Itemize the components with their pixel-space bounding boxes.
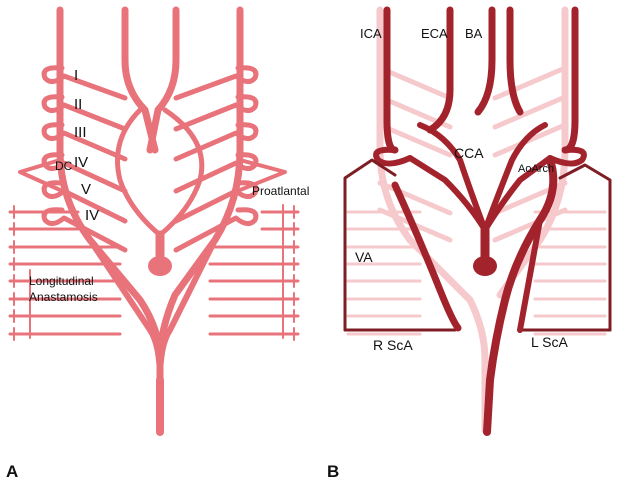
- arch-label-5: V: [81, 181, 91, 198]
- heart-bulb-adult: [473, 256, 497, 276]
- regressed-right-arch: [495, 125, 565, 155]
- va-label: VA: [355, 249, 373, 265]
- panel-a-embryonic-vessels: [10, 10, 298, 432]
- regressed-right-arch: [495, 97, 565, 127]
- regressed-right-arch: [495, 68, 565, 98]
- ica-label: ICA: [360, 26, 382, 41]
- eca-label: ECA: [421, 26, 448, 41]
- l-sca-label: L ScA: [531, 334, 568, 350]
- arch-label-2: II: [74, 96, 82, 113]
- left-ventral-aorta: [125, 10, 155, 150]
- cca-label: CCA: [454, 145, 484, 161]
- right-ventral-aorta: [150, 10, 176, 150]
- arch-label-3: III: [74, 124, 87, 141]
- right-pharyngeal-arch: [176, 68, 256, 98]
- heart-bulb: [148, 256, 172, 276]
- longitudinal-label-line-2: Anastamosis: [29, 290, 98, 304]
- panel-b-adult-vessels: [345, 10, 610, 432]
- arch-label-4: IV: [74, 154, 88, 171]
- panel-b-letter: B: [327, 462, 339, 481]
- dc-label: DC: [55, 159, 73, 173]
- arch-label-1: I: [74, 67, 78, 84]
- left-pharyngeal-arch: [44, 68, 125, 98]
- panel-a-letter: A: [6, 462, 18, 481]
- right-subclavian-artery: [395, 185, 458, 328]
- proatlantal-label: Proatlantal: [252, 184, 309, 198]
- arch-label-6: IV: [85, 207, 99, 224]
- aoarch-label: AoArch: [518, 163, 554, 175]
- left-external-carotid-artery: [510, 10, 520, 112]
- left-dorsal-connection: [20, 160, 60, 190]
- ba-label: BA: [465, 26, 483, 41]
- longitudinal-label-line-1: Longitudinal: [29, 274, 94, 288]
- r-sca-label: R ScA: [373, 337, 413, 353]
- panel-a-diagram: I II III IV V IV DC Proatlantal Longitud…: [6, 10, 309, 481]
- panel-b-diagram: ICA ECA BA CCA AoArch VA R ScA L ScA B: [327, 10, 610, 481]
